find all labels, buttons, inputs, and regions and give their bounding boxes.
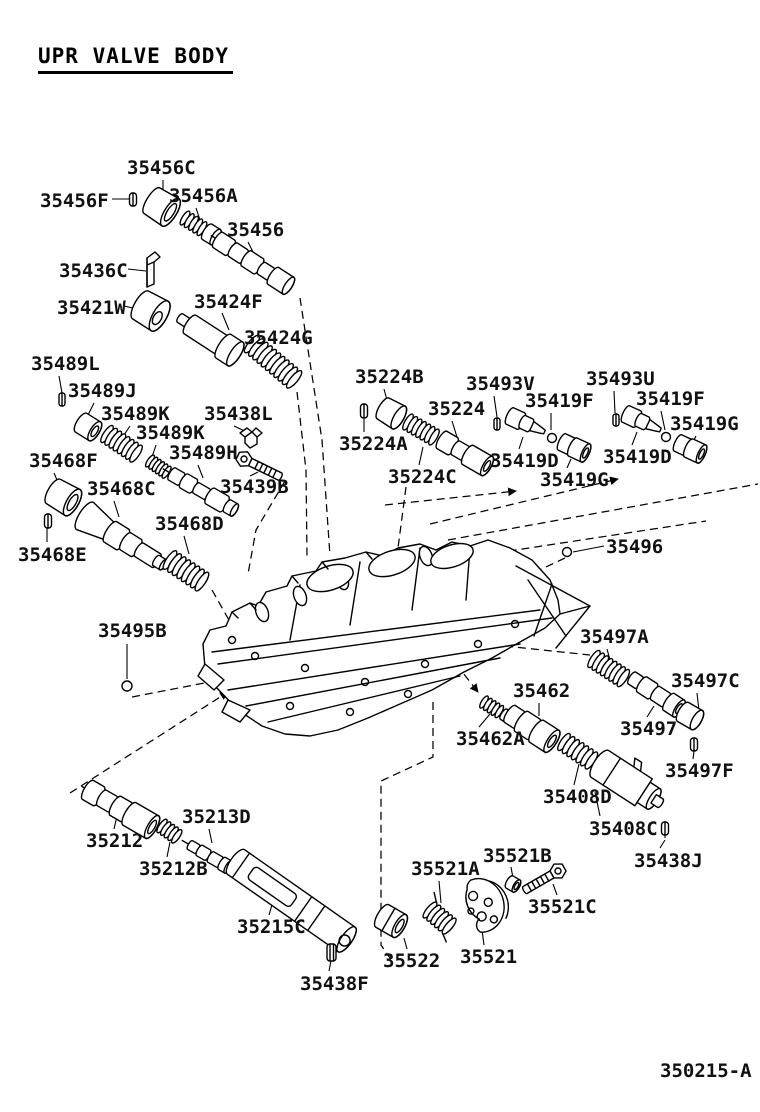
- part-35497-valve: [626, 671, 686, 718]
- part-35224B-plug: [375, 397, 408, 430]
- part-label-35497: 35497: [620, 718, 678, 740]
- part-label-35497C: 35497C: [671, 670, 740, 692]
- part-35489H-valve: [162, 467, 240, 517]
- part-label-35419D-1: 35419D: [490, 450, 559, 472]
- part-35419D-valve-1: [504, 407, 546, 435]
- part-label-35438J: 35438J: [634, 850, 703, 872]
- part-35215C-sleeve: [225, 848, 357, 953]
- part-35419G-valve-1: [556, 433, 592, 463]
- part-label-35456C: 35456C: [127, 157, 196, 179]
- part-label-35224A: 35224A: [339, 433, 408, 455]
- part-35495B-ball: [121, 680, 133, 692]
- part-35408C-pin: [660, 821, 670, 836]
- part-35522-cup: [373, 903, 409, 939]
- part-35521C-bolt: [521, 863, 567, 895]
- part-label-35224: 35224: [428, 398, 486, 420]
- part-label-35493V: 35493V: [466, 373, 535, 395]
- part-label-35438L: 35438L: [204, 403, 273, 425]
- part-label-35456: 35456: [227, 219, 285, 241]
- part-label-35489K-2: 35489K: [136, 422, 205, 444]
- part-label-35438F: 35438F: [300, 973, 369, 995]
- part-35521-plate: [465, 877, 510, 933]
- part-label-35521B: 35521B: [483, 845, 552, 867]
- part-label-35212B: 35212B: [139, 858, 208, 880]
- part-35489L-pin: [58, 392, 66, 407]
- valve-body-drawing: [197, 539, 591, 737]
- part-35521B-washer: [504, 875, 522, 893]
- part-label-35489J: 35489J: [68, 380, 137, 402]
- part-35212-valve: [80, 779, 161, 840]
- part-label-35489H: 35489H: [169, 442, 238, 464]
- part-label-35497A: 35497A: [580, 626, 649, 648]
- part-35497F-pin: [689, 737, 699, 752]
- part-label-35436C: 35436C: [59, 260, 128, 282]
- part-label-35522: 35522: [383, 950, 441, 972]
- part-label-35456A: 35456A: [169, 185, 238, 207]
- part-label-35424F: 35424F: [194, 291, 263, 313]
- part-35408-solenoid: [589, 749, 665, 810]
- part-label-35224C: 35224C: [388, 466, 457, 488]
- part-label-35421W: 35421W: [57, 297, 126, 319]
- part-label-35493U: 35493U: [586, 368, 655, 390]
- part-label-35489L: 35489L: [31, 353, 100, 375]
- part-35419D-valve-2: [620, 405, 662, 433]
- part-35438F-plug: [326, 943, 337, 962]
- part-35224-valve: [435, 430, 495, 477]
- part-35419G-valve-2: [672, 434, 708, 464]
- part-label-35224B: 35224B: [355, 366, 424, 388]
- part-35419F-ball-1: [546, 432, 558, 444]
- part-35456C-plug: [142, 186, 182, 227]
- part-label-35419G-1: 35419G: [670, 413, 739, 435]
- part-35456-valve: [210, 231, 296, 296]
- part-label-35462A: 35462A: [456, 728, 525, 750]
- part-label-35496: 35496: [606, 536, 664, 558]
- part-label-35456F: 35456F: [40, 190, 109, 212]
- part-label-35419G-2: 35419G: [540, 469, 609, 491]
- part-label-35408D: 35408D: [543, 786, 612, 808]
- part-35438L-bracket: [239, 427, 263, 449]
- part-label-35489K-1: 35489K: [101, 403, 170, 425]
- part-label-35419F-2: 35419F: [636, 388, 705, 410]
- part-label-35468E: 35468E: [18, 544, 87, 566]
- part-label-35521: 35521: [460, 946, 518, 968]
- part-35496-ball: [561, 546, 573, 558]
- part-label-35419D-2: 35419D: [603, 446, 672, 468]
- part-35493U-pin: [612, 413, 620, 427]
- part-35468C-valve: [74, 501, 168, 571]
- doc-number-label: 350215-A: [660, 1060, 752, 1082]
- part-label-35424G: 35424G: [244, 327, 313, 349]
- part-35213D-valve: [181, 839, 233, 874]
- part-35436C-bracket: [146, 251, 161, 288]
- part-label-35419F-1: 35419F: [525, 390, 594, 412]
- part-35224A-clip: [359, 403, 369, 419]
- part-label-35497F: 35497F: [665, 760, 734, 782]
- part-35439B-bolt: [235, 451, 283, 481]
- part-35468D-spring: [160, 548, 212, 594]
- part-label-35439B: 35439B: [220, 476, 289, 498]
- part-label-35462: 35462: [513, 680, 571, 702]
- part-35468F-cup: [44, 478, 83, 517]
- part-label-35408C: 35408C: [589, 818, 658, 840]
- part-35468E-pin: [43, 513, 53, 529]
- part-label-35495B: 35495B: [98, 620, 167, 642]
- part-label-35213D: 35213D: [182, 806, 251, 828]
- part-35456F-clip: [128, 192, 138, 207]
- part-35497C-plug: [675, 701, 705, 731]
- part-35489J-cup: [73, 412, 103, 442]
- part-label-35212: 35212: [86, 830, 144, 852]
- part-label-35468D: 35468D: [155, 513, 224, 535]
- part-label-35521A: 35521A: [411, 858, 480, 880]
- part-label-35521C: 35521C: [528, 896, 597, 918]
- part-label-35468C: 35468C: [87, 478, 156, 500]
- part-35424F-valve: [176, 312, 245, 367]
- part-35421W-cup: [130, 290, 171, 332]
- part-35419F-ball-2: [660, 431, 672, 443]
- part-35493V-pin: [493, 417, 501, 431]
- part-label-35468F: 35468F: [29, 450, 98, 472]
- part-35521A-spring: [420, 891, 459, 943]
- part-label-35215C: 35215C: [237, 916, 306, 938]
- page-title: UPR VALVE BODY: [38, 44, 234, 74]
- part-35462-valve: [503, 704, 561, 754]
